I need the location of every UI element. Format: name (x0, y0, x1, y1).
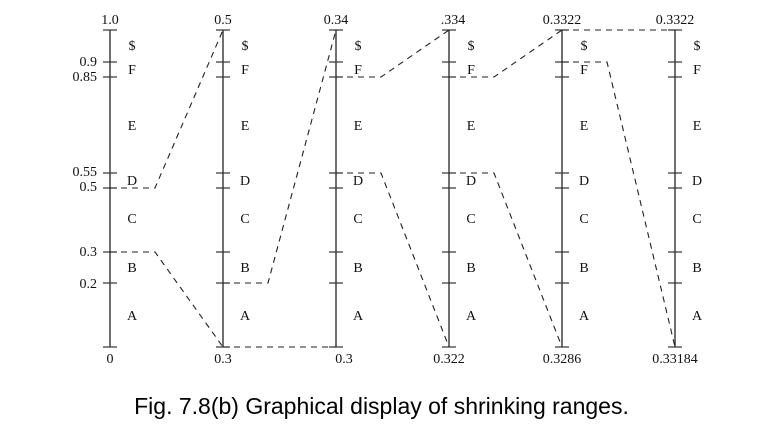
connector-lower-5-6 (562, 61, 676, 348)
symbol-c: C (240, 212, 249, 227)
symbol-d: D (579, 174, 589, 189)
connector-lower-1-2 (110, 251, 224, 348)
symbol-d: D (466, 174, 476, 189)
symbol-f: F (128, 63, 136, 78)
symbol-a: A (579, 309, 590, 324)
connector-upper-3-4 (336, 29, 450, 78)
symbol-a: A (692, 309, 703, 324)
symbol-labels: $ F E D C B A $ F E D C B A $ F E D C B … (127, 39, 703, 324)
connector-upper-4-5 (449, 29, 563, 78)
scale-label-0.3: 0.3 (80, 245, 98, 260)
symbol-a: A (353, 309, 364, 324)
symbol-e: E (354, 119, 363, 134)
symbol-f: F (693, 63, 701, 78)
range-axis-4: .334 0.322 (433, 13, 465, 367)
axis-bottom-label: 0.33184 (652, 352, 698, 367)
symbol-f: F (580, 63, 588, 78)
connector-lower-3-4 (336, 172, 450, 348)
axis-bottom-label: 0.3 (214, 352, 232, 367)
symbol-c: C (353, 212, 362, 227)
symbol-f: F (354, 63, 362, 78)
axis-top-label: 0.34 (324, 13, 349, 28)
figure-caption: Fig. 7.8(b) Graphical display of shrinki… (134, 393, 629, 419)
symbol-c: C (127, 212, 136, 227)
symbol-d: D (353, 174, 363, 189)
symbol-e: E (467, 119, 476, 134)
symbol-a: A (127, 309, 138, 324)
axis-top-label: 1.0 (101, 13, 119, 28)
symbol-c: C (466, 212, 475, 227)
symbol-a: A (240, 309, 251, 324)
scale-label-0.9: 0.9 (80, 55, 98, 70)
axis-bottom-label: 0 (107, 352, 114, 367)
range-axis-6: 0.3322 0.33184 (652, 13, 698, 367)
axis-top-label: 0.5 (214, 13, 232, 28)
symbol-dollar: $ (242, 39, 249, 54)
axis-top-label: 0.3322 (656, 13, 695, 28)
symbol-dollar: $ (694, 39, 701, 54)
axis-top-label: .334 (441, 13, 466, 28)
symbol-c: C (579, 212, 588, 227)
symbol-e: E (693, 119, 702, 134)
symbol-b: B (579, 261, 588, 276)
symbol-dollar: $ (581, 39, 588, 54)
axis-bottom-label: 0.3 (335, 352, 353, 367)
scale-label-0.5: 0.5 (80, 180, 98, 195)
symbol-e: E (241, 119, 250, 134)
symbol-b: B (353, 261, 362, 276)
scale-label-0.55: 0.55 (73, 165, 98, 180)
axis-bottom-label: 0.3286 (543, 352, 582, 367)
symbol-b: B (127, 261, 136, 276)
scale-label-0.2: 0.2 (80, 277, 98, 292)
symbol-d: D (240, 174, 250, 189)
connector-upper-1-2 (110, 29, 224, 189)
symbol-a: A (466, 309, 477, 324)
range-axis-3: 0.34 0.3 (324, 13, 353, 367)
symbol-dollar: $ (468, 39, 475, 54)
axis-bottom-label: 0.322 (433, 352, 465, 367)
symbol-d: D (692, 174, 702, 189)
range-axis-1: 1.0 0 (101, 13, 119, 367)
symbol-b: B (466, 261, 475, 276)
symbol-dollar: $ (355, 39, 362, 54)
axis-top-label: 0.3322 (543, 13, 582, 28)
symbol-b: B (240, 261, 249, 276)
range-axis-2: 0.5 0.3 (214, 13, 232, 367)
symbol-d: D (127, 174, 137, 189)
scale-labels: 0.9 0.85 0.55 0.5 0.3 0.2 (73, 55, 98, 292)
symbol-e: E (128, 119, 137, 134)
connector-lower-4-5 (449, 172, 563, 348)
symbol-c: C (692, 212, 701, 227)
symbol-b: B (692, 261, 701, 276)
symbol-dollar: $ (129, 39, 136, 54)
range-axis-5: 0.3322 0.3286 (543, 13, 582, 367)
scale-label-0.85: 0.85 (73, 70, 98, 85)
shrinking-ranges-diagram: 0.9 0.85 0.55 0.5 0.3 0.2 1.0 0 (73, 13, 703, 367)
range-connector-lines (110, 29, 676, 348)
symbol-f: F (467, 63, 475, 78)
symbol-e: E (580, 119, 589, 134)
connector-upper-2-3 (223, 29, 337, 284)
symbol-f: F (241, 63, 249, 78)
